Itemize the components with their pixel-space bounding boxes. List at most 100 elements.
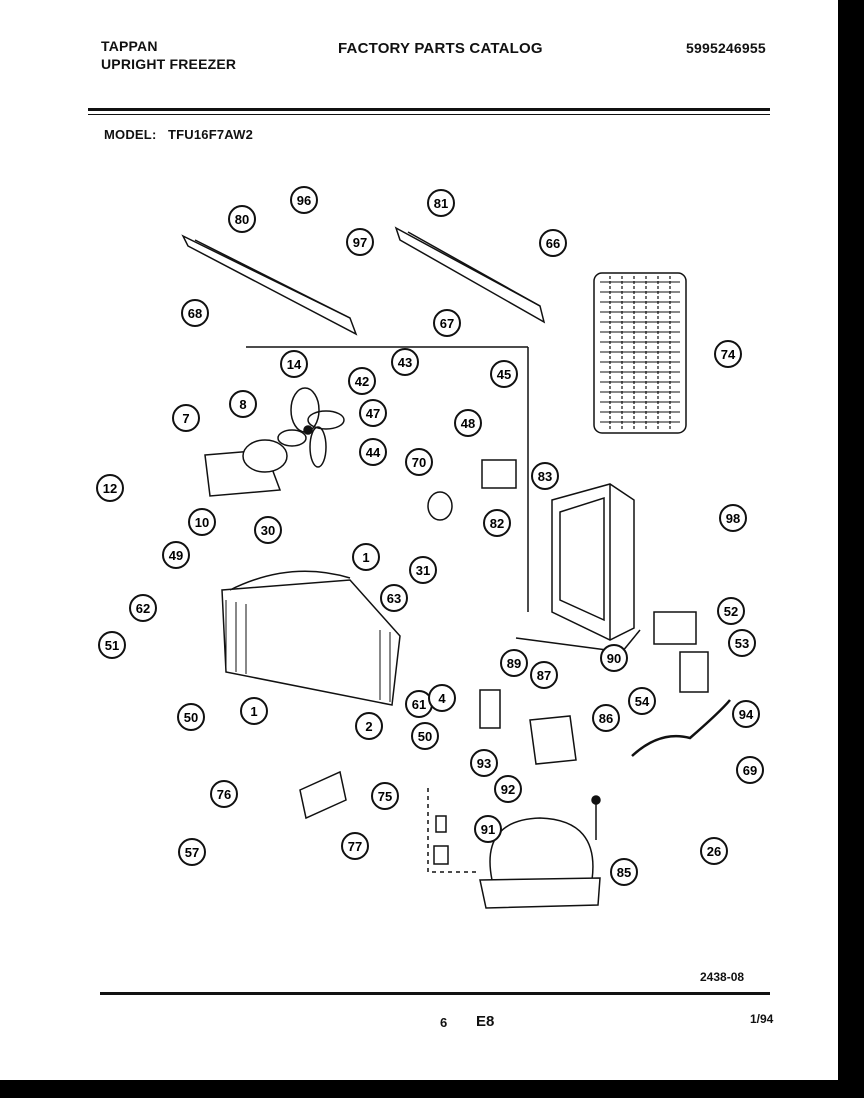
callout-label: 86 bbox=[599, 711, 613, 726]
callout-4: 4 bbox=[428, 684, 456, 712]
callout-label: 4 bbox=[438, 691, 446, 706]
callout-91: 91 bbox=[474, 815, 502, 843]
callout-label: 43 bbox=[398, 355, 412, 370]
callout-label: 94 bbox=[739, 707, 754, 722]
catalog-page: TAPPAN UPRIGHT FREEZER FACTORY PARTS CAT… bbox=[0, 0, 838, 1080]
callout-label: 45 bbox=[497, 367, 511, 382]
callout-12: 12 bbox=[96, 474, 124, 502]
callout-label: 90 bbox=[607, 651, 621, 666]
callout-80: 80 bbox=[228, 205, 256, 233]
callout-1: 1 bbox=[352, 543, 380, 571]
model-number: TFU16F7AW2 bbox=[168, 127, 254, 142]
page-number: 6 bbox=[440, 1015, 448, 1030]
callout-label: 80 bbox=[235, 212, 249, 227]
callout-57: 57 bbox=[178, 838, 206, 866]
callout-63: 63 bbox=[380, 584, 408, 612]
callout-label: 67 bbox=[440, 316, 454, 331]
callout-label: 48 bbox=[461, 416, 475, 431]
callout-label: 85 bbox=[617, 865, 631, 880]
callout-label: 52 bbox=[724, 604, 738, 619]
callout-68: 68 bbox=[181, 299, 209, 327]
callout-42: 42 bbox=[348, 367, 376, 395]
condenser-coil-74 bbox=[593, 272, 687, 434]
callout-label: 87 bbox=[537, 668, 551, 683]
callout-50: 50 bbox=[177, 703, 205, 731]
callout-label: 97 bbox=[353, 235, 367, 250]
callout-90: 90 bbox=[600, 644, 628, 672]
callout-83: 83 bbox=[531, 462, 559, 490]
callout-14: 14 bbox=[280, 350, 308, 378]
part-92 bbox=[435, 815, 447, 833]
callout-67: 67 bbox=[433, 309, 461, 337]
callout-label: 61 bbox=[412, 697, 426, 712]
callout-86: 86 bbox=[592, 704, 620, 732]
compressor-85 bbox=[479, 795, 601, 909]
callout-label: 1 bbox=[250, 704, 257, 719]
callout-label: 75 bbox=[378, 789, 392, 804]
callout-51: 51 bbox=[98, 631, 126, 659]
callout-97: 97 bbox=[346, 228, 374, 256]
date-code: 1/94 bbox=[750, 1012, 774, 1026]
callout-label: 81 bbox=[434, 196, 448, 211]
callout-2: 2 bbox=[355, 712, 383, 740]
callout-label: 69 bbox=[743, 763, 757, 778]
callout-52: 52 bbox=[717, 597, 745, 625]
callout-label: 53 bbox=[735, 636, 749, 651]
callout-label: 89 bbox=[507, 656, 521, 671]
callout-label: 31 bbox=[416, 563, 430, 578]
callout-label: 74 bbox=[721, 347, 736, 362]
callout-label: 1 bbox=[362, 550, 369, 565]
callout-label: 57 bbox=[185, 845, 199, 860]
callout-53: 53 bbox=[728, 629, 756, 657]
callout-label: 68 bbox=[188, 306, 202, 321]
callout-label: 26 bbox=[707, 844, 721, 859]
callout-50: 50 bbox=[411, 722, 439, 750]
callout-label: 91 bbox=[481, 822, 495, 837]
callout-label: 47 bbox=[366, 406, 380, 421]
callout-82: 82 bbox=[483, 509, 511, 537]
callout-label: 12 bbox=[103, 481, 117, 496]
fan-blade-14 bbox=[277, 387, 345, 468]
callout-label: 54 bbox=[635, 694, 650, 709]
rail-81 bbox=[394, 226, 546, 324]
callout-54: 54 bbox=[628, 687, 656, 715]
part-84 bbox=[427, 491, 453, 521]
callout-66: 66 bbox=[539, 229, 567, 257]
section-code: E8 bbox=[476, 1013, 495, 1030]
mount-bracket-75 bbox=[299, 770, 347, 820]
model-label: MODEL: bbox=[104, 127, 157, 142]
catalog-number: 5995246955 bbox=[686, 40, 766, 56]
header-rule-thin bbox=[88, 114, 770, 115]
part-87 bbox=[529, 715, 577, 765]
rail-80 bbox=[181, 234, 358, 336]
part-53 bbox=[679, 651, 709, 693]
evaporator-coil bbox=[221, 570, 401, 706]
callout-8: 8 bbox=[229, 390, 257, 418]
callout-label: 50 bbox=[184, 710, 198, 725]
callout-49: 49 bbox=[162, 541, 190, 569]
callout-label: 70 bbox=[412, 455, 426, 470]
callout-label: 10 bbox=[195, 515, 209, 530]
brand-name: TAPPAN bbox=[101, 38, 158, 54]
callout-96: 96 bbox=[290, 186, 318, 214]
callout-47: 47 bbox=[359, 399, 387, 427]
footer-rule bbox=[100, 992, 770, 995]
callout-89: 89 bbox=[500, 649, 528, 677]
part-89 bbox=[479, 689, 501, 729]
callout-label: 63 bbox=[387, 591, 401, 606]
callout-label: 30 bbox=[261, 523, 275, 538]
part-52 bbox=[653, 611, 697, 645]
callout-label: 77 bbox=[348, 839, 362, 854]
callout-48: 48 bbox=[454, 409, 482, 437]
callout-70: 70 bbox=[405, 448, 433, 476]
callout-45: 45 bbox=[490, 360, 518, 388]
diagram-code: 2438-08 bbox=[700, 970, 745, 984]
callout-30: 30 bbox=[254, 516, 282, 544]
callout-26: 26 bbox=[700, 837, 728, 865]
callout-93: 93 bbox=[470, 749, 498, 777]
callout-label: 51 bbox=[105, 638, 119, 653]
callout-label: 14 bbox=[287, 357, 302, 372]
callout-1: 1 bbox=[240, 697, 268, 725]
